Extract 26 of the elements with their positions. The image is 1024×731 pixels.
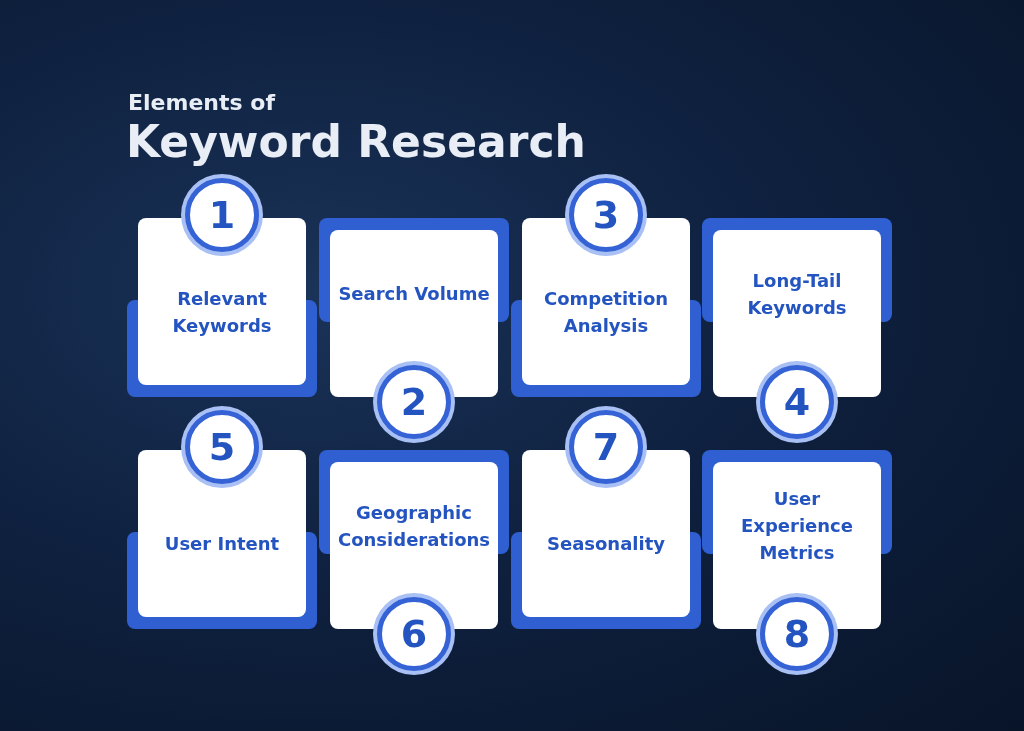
card-text: Geographic Considerations xyxy=(337,500,491,552)
step-number: 4 xyxy=(783,380,811,424)
number-circle xyxy=(760,597,834,671)
number-circle xyxy=(760,365,834,439)
step-number: 2 xyxy=(400,380,428,424)
card-text: User Intent xyxy=(164,532,280,556)
title: Keyword Research xyxy=(126,116,586,167)
card-text: Long-Tail Keywords xyxy=(746,268,848,320)
subtitle: Elements of xyxy=(128,90,275,115)
card-text: Search Volume xyxy=(338,282,490,306)
step-number: 7 xyxy=(592,425,620,469)
number-circle xyxy=(185,178,259,252)
card-text: Competition Analysis xyxy=(542,286,670,338)
card-text: Relevant Keywords xyxy=(171,286,273,338)
number-circle xyxy=(377,365,451,439)
step-number: 1 xyxy=(208,193,236,237)
step-number: 5 xyxy=(208,425,236,469)
card-text: Seasonality xyxy=(546,532,665,556)
number-circle xyxy=(377,597,451,671)
step-number: 8 xyxy=(783,612,811,656)
card-text: User Experience Metrics xyxy=(740,487,854,565)
step-number: 3 xyxy=(592,193,620,237)
number-circle xyxy=(185,410,259,484)
step-number: 6 xyxy=(400,612,428,656)
number-circle xyxy=(569,178,643,252)
number-circle xyxy=(569,410,643,484)
